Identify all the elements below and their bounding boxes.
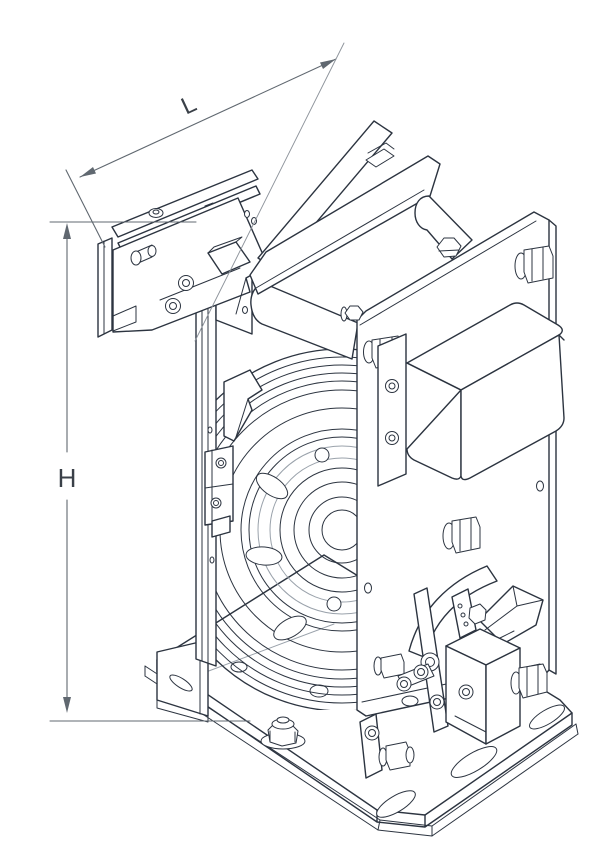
solenoid-side-bolt [510,663,548,699]
terminal-box-right-face [460,334,565,481]
web-lightening-holes [245,447,342,641]
rope-guard-rod-lower [250,282,359,360]
foot-slot [169,674,193,692]
base-clamp-bracket [359,713,415,779]
dimension-l-line [79,58,337,178]
caliper-brackets [204,369,263,538]
terminal-box-bracket [377,333,407,487]
dimension-l-label: L [177,90,201,120]
right-stand-top-bolt [514,245,554,284]
rod-end-nut-upper [436,237,462,258]
brake-release-assembly [359,565,548,779]
dimension-l-extension-right [194,42,345,342]
dimension-h-label: H [58,463,77,493]
hub-center [321,509,358,551]
shaft-end-bracket-assembly [97,169,269,338]
guard-angle-bracket [223,369,263,442]
dimension-l-arrow-left [80,167,96,177]
shaft-plug-bolt [442,516,481,554]
bracket-pin [130,244,157,266]
bracket-socket-bolt [385,379,399,445]
dimension-h: H [49,221,251,722]
plate-flange-line [359,220,537,326]
rope-guard-plate [249,155,441,295]
base-hex-bolt [260,716,306,750]
base-shading-line [205,623,335,673]
rim-inner-edge [216,389,358,671]
dimension-l-arrow-right [320,59,336,69]
brake-solenoid-block [445,628,521,745]
hub-outer [279,467,358,593]
brake-ring-outer [240,428,358,632]
traction-sheave [216,348,358,710]
rope-guard-bolt-stub [365,142,395,168]
strap-bolt [468,603,487,625]
terminal-box [377,302,565,487]
dimension-h-arrow-down [63,697,71,713]
isolation-rail-upper [111,169,259,238]
bracket-back-slab [97,237,113,338]
bracket-body [112,197,269,333]
terminal-box-silhouette [406,302,563,480]
beam-stub [207,241,251,275]
dimension-l-extension-left [65,169,106,248]
brake-ring-inner [248,436,358,624]
crosshead [249,120,441,295]
rod-end-nut-lower [340,305,364,322]
linkage-bolt-cluster [373,653,445,710]
dimension-h-arrow-up [63,223,71,239]
